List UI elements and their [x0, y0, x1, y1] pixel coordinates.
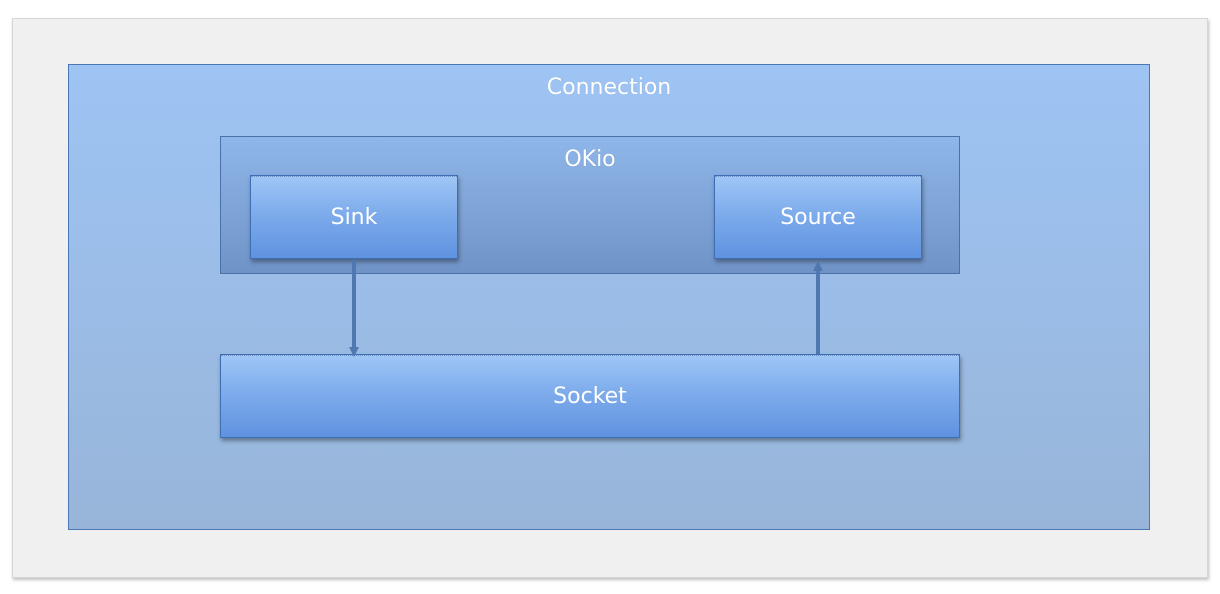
socket-box: Socket: [220, 354, 960, 438]
connection-title: Connection: [546, 75, 672, 100]
okio-title: OKio: [564, 147, 616, 172]
connection-container: Connection: [68, 64, 1150, 530]
source-box: Source: [714, 175, 922, 259]
source-label: Source: [780, 204, 856, 230]
socket-label: Socket: [553, 383, 627, 409]
sink-box: Sink: [250, 175, 458, 259]
sink-label: Sink: [330, 204, 378, 230]
